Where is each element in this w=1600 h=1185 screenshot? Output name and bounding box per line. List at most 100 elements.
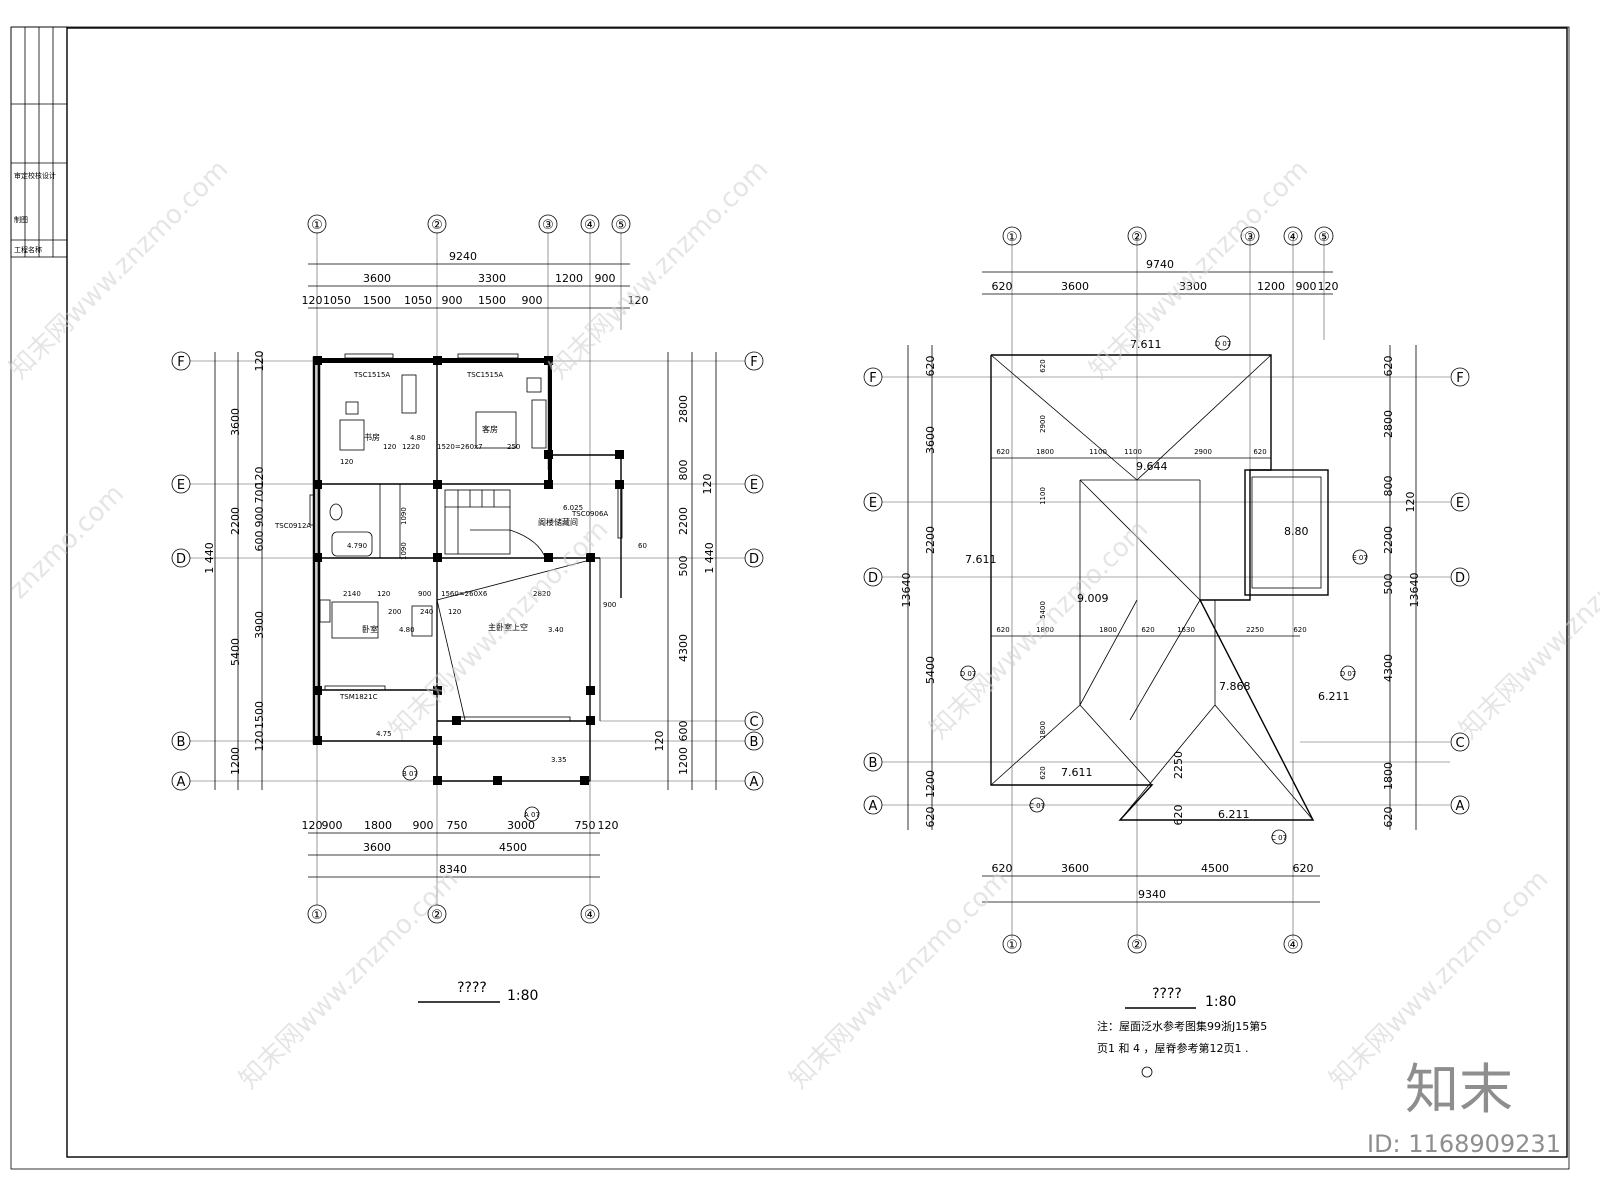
- watermark-6: 知末网www.znzmo.com: [924, 514, 1155, 745]
- left-inner-dim-1: 120: [383, 443, 396, 451]
- left-dim-top-fine-8: 120: [628, 294, 649, 307]
- right-axis-bubbles: ① ② ③ ④ ⑤ ① ② ④ F E D B A F: [863, 226, 1470, 954]
- right-axis-right-c: C: [1455, 736, 1464, 751]
- right-detail-ref-6: C 07: [1271, 834, 1287, 842]
- left-dim-right-3: 120: [701, 474, 714, 495]
- left-axis-left-e: E: [177, 478, 185, 493]
- right-axis-right-d: D: [1455, 571, 1465, 586]
- right-detail-ref-1: D 07: [1215, 340, 1232, 348]
- watermark-1: 知末网www.znzmo.com: [4, 154, 235, 385]
- right-roof-dim-lower-6: 2250: [1246, 626, 1264, 634]
- right-level-3: 8.80: [1284, 525, 1309, 538]
- right-dim-left-6: 620: [924, 807, 937, 828]
- left-dim-top-fine-1: 120: [302, 294, 323, 307]
- left-dim-top-fine-7: 900: [522, 294, 543, 307]
- left-dim-bottom-fine-3: 1800: [364, 819, 392, 832]
- left-dim-right-total: 1 440: [703, 542, 716, 574]
- left-level-5: 4.75: [376, 730, 392, 738]
- inner-border: [66, 27, 1568, 1158]
- right-axis-top-2: ②: [1131, 230, 1143, 245]
- left-level-4: 3.40: [548, 626, 564, 634]
- left-dim-right-8: 120: [653, 731, 666, 752]
- watermark-7: 知末网www.znzmo.com: [1454, 514, 1600, 745]
- left-axis-top-2: ②: [431, 218, 443, 233]
- left-dim-top-fine-4: 1050: [404, 294, 432, 307]
- left-axis-top-5: ⑤: [615, 218, 627, 233]
- plan-right: ① ② ③ ④ ⑤ ① ② ④ F E D B A F: [863, 226, 1470, 1078]
- left-level-6: 3.35: [551, 756, 567, 764]
- left-inner-dim-8: 120: [448, 608, 461, 616]
- right-roof-dim-upper-1: 620: [996, 448, 1009, 456]
- left-detail-ref-2: A 07: [524, 811, 540, 819]
- right-grid-lines: [882, 236, 1450, 938]
- left-dim-right-9: 1200: [677, 747, 690, 775]
- title-block-cell-5: 工程名称: [14, 245, 42, 254]
- right-roof-dim-lower-4: 620: [1141, 626, 1154, 634]
- right-roof-dim-upper-4: 1100: [1124, 448, 1142, 456]
- right-roof-dim-lower-3: 1800: [1099, 626, 1117, 634]
- right-axis-left-d: D: [868, 571, 878, 586]
- right-roof-dim-upper-3: 1100: [1089, 448, 1107, 456]
- right-plan-note-line-1: 注：屋面泛水参考图集99浙J15第5: [1097, 1019, 1267, 1033]
- left-room-attic-storage: 阁楼储藏间: [538, 517, 578, 527]
- right-detail-ref-2: E 07: [1352, 554, 1368, 562]
- right-roof-dim-vert-6: 620: [1039, 766, 1047, 779]
- right-dim-left-4: 5400: [924, 656, 937, 684]
- right-roof-dim-vert-8: 620: [1172, 805, 1185, 826]
- left-dim-bottom-fine-1: 120: [302, 819, 323, 832]
- right-axis-right-f: F: [1456, 371, 1463, 386]
- right-dim-bottom-1: 620: [992, 862, 1013, 875]
- title-block-cell-1: 审定: [14, 171, 28, 180]
- left-plan-title: ????: [457, 980, 487, 996]
- right-roof-dim-vert-7: 2250: [1172, 751, 1185, 779]
- left-stair-note-4: 2820: [533, 590, 551, 598]
- sheet-frame: [10, 26, 1570, 1170]
- right-detail-ref-3: D 07: [960, 670, 977, 678]
- left-grid-lines: [190, 232, 745, 905]
- left-window-tag-1: TSC1515A: [353, 371, 390, 379]
- left-dim-left-fine-2: 600: [253, 531, 266, 552]
- left-plan-scale: 1:80: [507, 988, 538, 1004]
- left-windows: [309, 353, 623, 722]
- left-inner-dim-13: 900: [603, 601, 616, 609]
- left-dim-top-fine-3: 1500: [363, 294, 391, 307]
- right-roof-dim-lower-1: 620: [996, 626, 1009, 634]
- right-roof-dim-vert-2: 2900: [1039, 415, 1047, 433]
- right-roof-dim-vert-5: 1800: [1039, 721, 1047, 739]
- left-furniture: [319, 374, 547, 639]
- plan-left: ① ② ③ ④ ⑤ ① ② ④ F E D B A F: [171, 214, 764, 1004]
- right-level-4: 7.611: [965, 553, 997, 566]
- right-plan-title: ????: [1152, 986, 1182, 1002]
- right-dim-top-total: 9740: [1146, 258, 1174, 271]
- left-level-1: 4.80: [410, 434, 426, 442]
- left-dim-left-fine-3: 900: [253, 507, 266, 528]
- left-inner-dim-4: 2140: [343, 590, 361, 598]
- right-dim-bottom-3: 4500: [1201, 862, 1229, 875]
- left-inner-dim-2: 1220: [402, 443, 420, 451]
- left-dim-bottom-fine-5: 750: [447, 819, 468, 832]
- right-dim-top-1: 620: [992, 280, 1013, 293]
- right-dim-right-2: 2800: [1382, 410, 1395, 438]
- title-block-cell-2: 校核: [28, 171, 42, 180]
- right-level-2: 9.644: [1136, 460, 1168, 473]
- right-dim-right-4: 120: [1404, 492, 1417, 513]
- right-axis-top-1: ①: [1006, 230, 1018, 245]
- left-axis-right-e: E: [750, 478, 758, 493]
- right-dim-top-2: 3600: [1061, 280, 1089, 293]
- left-dim-left-fine-5: 120: [253, 467, 266, 488]
- right-roof-dim-lower-5: 1630: [1177, 626, 1195, 634]
- right-roof-dim-upper-5: 2900: [1194, 448, 1212, 456]
- left-level-2: 6.025: [563, 504, 583, 512]
- left-dim-bottom-fine-6: 3000: [507, 819, 535, 832]
- brand: 知末 ID: 1168909231: [1367, 1058, 1561, 1158]
- left-room-bedroom: 卧室: [362, 624, 378, 634]
- left-inner-dim-11: 1090: [400, 542, 408, 560]
- left-dim-left-fine-8: 120: [253, 731, 266, 752]
- right-axis-top-3: ③: [1244, 230, 1256, 245]
- left-axis-bubbles: ① ② ③ ④ ⑤ ① ② ④ F E D B A F: [171, 214, 764, 924]
- right-dim-bottom-4: 620: [1293, 862, 1314, 875]
- right-dim-right-3: 800: [1382, 476, 1395, 497]
- right-axis-bottom-1: ①: [1006, 938, 1018, 953]
- right-level-6: 7.868: [1219, 680, 1251, 693]
- right-roof-dim-upper-2: 1800: [1036, 448, 1054, 456]
